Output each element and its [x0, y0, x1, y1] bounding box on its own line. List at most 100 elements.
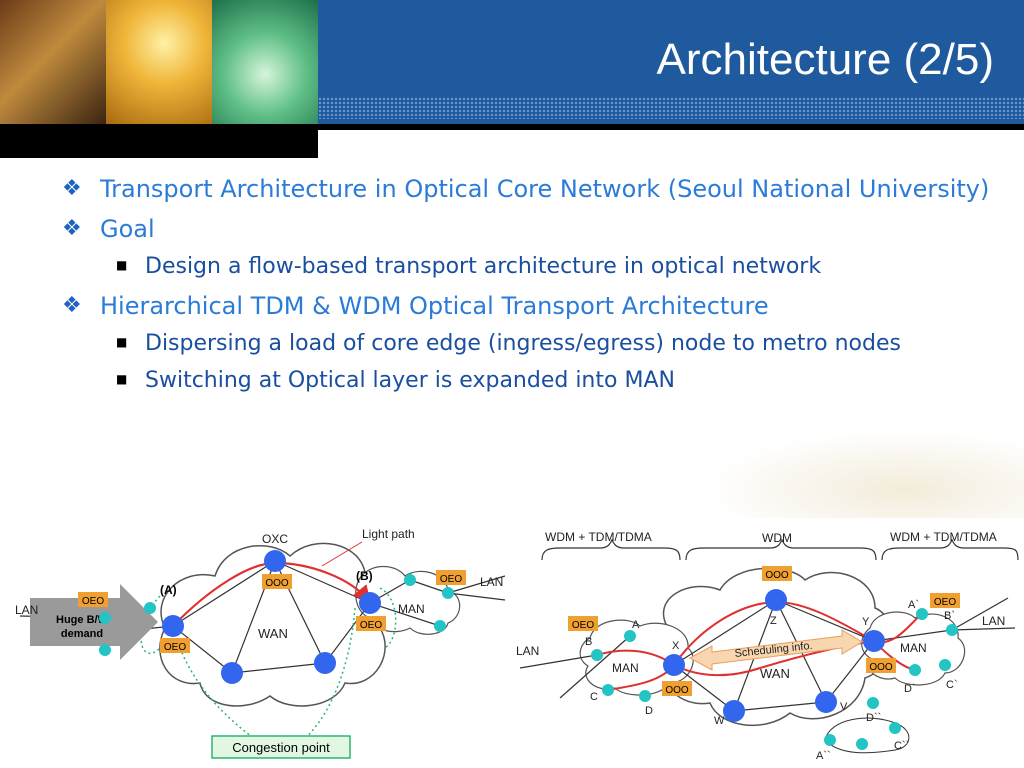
wan-links	[519, 597, 1016, 712]
header-photo-keyboard	[106, 0, 212, 124]
oeo-label: OEO	[934, 597, 956, 608]
lan-left-label: LAN	[15, 603, 38, 617]
region-braces	[541, 538, 1019, 561]
region-label-right: WDM + TDM/TDMA	[890, 530, 997, 544]
diamond-bullet-icon: ❖	[62, 293, 82, 318]
node-label-c1: C`	[946, 679, 958, 691]
network-figures: Huge B/W demand OEO OEO OOO	[0, 518, 1024, 768]
congestion-label: Congestion point	[232, 740, 330, 755]
access-nodes	[591, 608, 958, 750]
header-divider	[0, 124, 1024, 130]
light-path-label: Light path	[362, 527, 415, 541]
node-z	[765, 589, 787, 611]
node-label-x: X	[672, 640, 680, 652]
man-label: MAN	[398, 602, 425, 616]
figure-right: WDM + TDM/TDMA WDM WDM + TDM/TDMA	[512, 518, 1024, 768]
node-label-y: Y	[862, 616, 870, 628]
square-bullet-icon: ■	[116, 335, 128, 349]
bullet-item-1: ❖ Transport Architecture in Optical Core…	[62, 172, 992, 206]
slide-title: Architecture (2/5)	[656, 35, 994, 84]
node-label-c: C	[590, 691, 598, 703]
congestion-point-box: Congestion point	[211, 735, 351, 759]
node-label-v: V	[840, 701, 848, 713]
oeo-box-left: OEO	[568, 616, 598, 631]
label-b: (B)	[356, 569, 373, 583]
slide-header: Architecture (2/5)	[0, 0, 1024, 124]
oeo-box-left: OEO	[78, 592, 108, 607]
node-wan-2	[314, 652, 336, 674]
node-label-c2: C``	[894, 740, 909, 752]
bullet-text: Transport Architecture in Optical Core N…	[100, 175, 990, 203]
bullet-list: ❖ Transport Architecture in Optical Core…	[62, 172, 992, 403]
node-wan-1	[221, 662, 243, 684]
node-label-w: W	[714, 715, 725, 727]
bullet-text: Goal	[100, 215, 155, 243]
oeo-box-a: OEO	[160, 638, 190, 653]
sub-bullet-text: Switching at Optical layer is expanded i…	[145, 368, 675, 393]
node-y	[863, 630, 885, 652]
access-ring	[824, 717, 910, 754]
light-path-pointer	[321, 541, 363, 567]
demand-arrow	[30, 584, 158, 660]
man-left-label: MAN	[612, 661, 639, 675]
node-label-a1: A`	[908, 599, 919, 611]
oeo-label: OEO	[440, 574, 462, 585]
access-nodes	[99, 574, 454, 656]
node-x	[663, 654, 685, 676]
header-photo-mouse	[212, 0, 318, 124]
label-a: (A)	[160, 583, 177, 597]
node-b	[359, 592, 381, 614]
header-divider-tab	[0, 130, 318, 158]
header-photo-strip	[0, 0, 318, 124]
node-label-b: B	[585, 636, 592, 648]
sub-bullet-item-2: ■ Dispersing a load of core edge (ingres…	[62, 329, 992, 358]
header-dot-pattern	[318, 97, 1024, 119]
oeo-box-right: OEO	[436, 570, 466, 585]
ooo-label: OOO	[765, 570, 789, 581]
oeo-label: OEO	[572, 620, 594, 631]
node-label-d: D	[645, 705, 653, 717]
ooo-box-oxc: OOO	[262, 574, 292, 589]
sub-bullet-text: Dispersing a load of core edge (ingress/…	[145, 331, 901, 356]
node-label-d1: D`	[904, 683, 916, 695]
scheduling-arrow	[688, 629, 863, 671]
ooo-box-x: OOO	[662, 681, 692, 696]
bullet-text: Hierarchical TDM & WDM Optical Transport…	[100, 292, 769, 320]
bullet-item-3: ❖ Hierarchical TDM & WDM Optical Transpo…	[62, 289, 992, 323]
sub-bullet-item-1: ■ Design a flow-based transport architec…	[62, 252, 992, 281]
lan-left-label: LAN	[516, 644, 539, 658]
lan-right-label: LAN	[480, 575, 503, 589]
node-label-b1: B`	[944, 610, 955, 622]
ooo-box-y: OOO	[866, 658, 896, 673]
oeo-box-right: OEO	[930, 593, 960, 608]
node-a	[162, 615, 184, 637]
wan-label: WAN	[760, 666, 790, 681]
node-v	[815, 691, 837, 713]
square-bullet-icon: ■	[116, 258, 128, 272]
demand-label-line1: Huge B/W	[56, 614, 109, 626]
oeo-label: OEO	[82, 596, 104, 607]
node-label-a2: A``	[816, 750, 831, 762]
figure-left: Huge B/W demand OEO OEO OOO	[0, 518, 510, 768]
man-right-label: MAN	[900, 641, 927, 655]
wan-label: WAN	[258, 626, 288, 641]
bullet-item-2: ❖ Goal	[62, 212, 992, 246]
node-label-a: A	[632, 619, 640, 631]
lan-right-label: LAN	[982, 614, 1005, 628]
sub-bullet-text: Design a flow-based transport architectu…	[145, 254, 822, 279]
oeo-label: OEO	[164, 642, 186, 653]
diamond-bullet-icon: ❖	[62, 216, 82, 241]
diamond-bullet-icon: ❖	[62, 176, 82, 201]
oeo-box-b: OEO	[356, 616, 386, 631]
sub-bullet-item-3: ■ Switching at Optical layer is expanded…	[62, 366, 992, 395]
oeo-label: OEO	[360, 620, 382, 631]
node-oxc	[264, 550, 286, 572]
region-label-left: WDM + TDM/TDMA	[545, 530, 652, 544]
oxc-label: OXC	[262, 532, 288, 546]
ooo-label: OOO	[869, 662, 893, 673]
node-label-d2: D``	[866, 712, 881, 724]
ooo-box-z: OOO	[762, 566, 792, 581]
ooo-label: OOO	[265, 578, 289, 589]
ooo-label: OOO	[665, 685, 689, 696]
node-label-z: Z	[770, 615, 777, 627]
